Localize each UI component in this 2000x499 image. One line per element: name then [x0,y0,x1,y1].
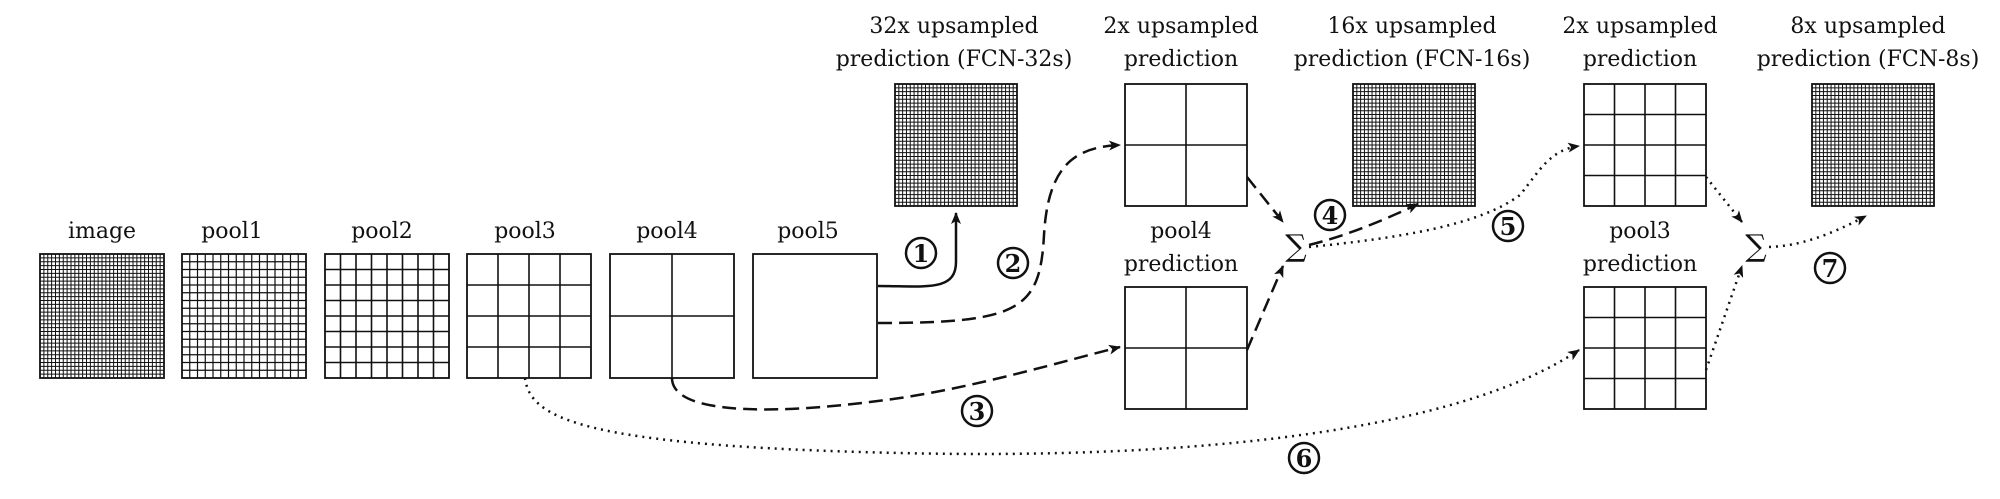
pool4pred-label-line1: pool4 [1150,219,1212,244]
up2b-label-line1: 2x upsampled [1562,14,1717,39]
grid-fcn16 [1352,83,1476,207]
pool3pred-label-line2: prediction [1583,252,1697,277]
grid-pool5 [752,253,878,379]
fcn32-label-line1: 32x upsampled [869,14,1038,39]
step-marker-4: 4 [1313,198,1347,232]
fcn16-label-line2: prediction (FCN-16s) [1294,47,1531,72]
up2b-label-line2: prediction [1583,47,1697,72]
pool5-label: pool5 [777,219,839,244]
step-marker-2: 2 [996,246,1030,280]
arrow-2-dashed [877,140,1121,325]
grid-pool4 [609,253,735,379]
fcn32-label-line2: prediction (FCN-32s) [836,47,1073,72]
svg-text:5: 5 [1500,212,1517,241]
grid-up2a [1124,83,1248,207]
step-marker-5: 5 [1491,209,1525,243]
grid-pool1 [181,253,307,379]
arrow-up2a-to-sum16 [1246,176,1284,223]
step-marker-6: 6 [1287,441,1321,475]
step-marker-3: 3 [960,394,994,428]
grid-pool4pred [1124,286,1248,410]
svg-text:6: 6 [1296,444,1313,473]
svg-text:3: 3 [969,397,986,426]
svg-text:7: 7 [1822,254,1839,283]
image-label: image [68,219,136,244]
pool1-label: pool1 [201,219,263,244]
fcn8-label-line2: prediction (FCN-8s) [1757,47,1980,72]
arrow-pool3pred-to-sum8 [1704,265,1744,371]
fcn8-label-line1: 8x upsampled [1790,14,1945,39]
arrow-5-dotted [1308,142,1580,249]
grid-pool3 [466,253,592,379]
pool3pred-label-line1: pool3 [1609,219,1671,244]
grid-up2b [1583,83,1707,207]
step-marker-7: 7 [1813,251,1847,285]
sum-node-fcn16: ∑ [1285,229,1307,264]
arrow-pool4pred-to-sum16 [1245,265,1285,351]
grid-image [39,253,165,379]
pool2-label: pool2 [351,219,413,244]
arrow-up2b-to-sum8 [1705,176,1743,223]
arrow-7-dotted [1768,214,1867,249]
pool4-label: pool4 [636,219,698,244]
pool4pred-label-line2: prediction [1124,252,1238,277]
arrow-1-solid [877,212,961,288]
up2a-label-line2: prediction [1124,47,1238,72]
grid-fcn32 [894,83,1018,207]
fcn16-label-line1: 16x upsampled [1327,14,1496,39]
arrow-4-dashed [1308,202,1419,247]
pool3-label: pool3 [494,219,556,244]
grid-fcn8 [1811,83,1935,207]
grid-border [752,253,878,379]
svg-text:1: 1 [913,239,930,268]
step-marker-1: 1 [904,236,938,270]
svg-text:4: 4 [1322,201,1339,230]
arrow-3-dashed [670,344,1121,411]
grid-pool2 [324,253,450,379]
grid-pool3pred [1583,286,1707,410]
sum-node-fcn8: ∑ [1745,229,1767,264]
up2a-label-line1: 2x upsampled [1103,14,1258,39]
svg-text:2: 2 [1005,249,1022,278]
